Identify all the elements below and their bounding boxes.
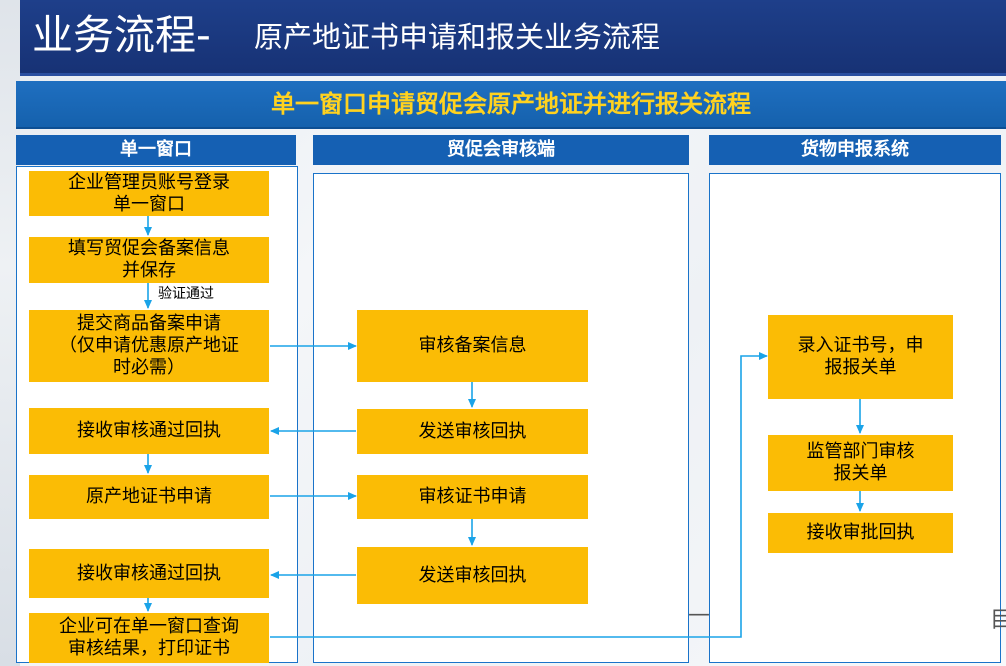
node-receive-pass-2: 接收审核通过回执 xyxy=(29,549,269,598)
node-query-print: 企业可在单一窗口查询 审核结果，打印证书 xyxy=(29,613,269,663)
node-send-receipt-1: 发送审核回执 xyxy=(357,409,588,454)
column-header-ccpit: 贸促会审核端 xyxy=(313,135,689,165)
node-enter-cert-no: 录入证书号，申 报报关单 xyxy=(768,315,953,399)
column-header-customs: 货物申报系统 xyxy=(709,135,1001,165)
title-bar: 业务流程- 原产地证书申请和报关业务流程 xyxy=(20,0,1006,76)
page-title: 业务流程- xyxy=(32,11,211,59)
node-review-filing: 审核备案信息 xyxy=(357,310,588,382)
process-banner: 单一窗口申请贸促会原产地证并进行报关流程 xyxy=(16,81,1006,129)
lane-customs xyxy=(709,173,1001,663)
node-submit-goods: 提交商品备案申请 （仅申请优惠原产地证 时必需） xyxy=(29,310,269,382)
node-receive-approval: 接收审批回执 xyxy=(768,513,953,553)
node-supervise-review: 监管部门审核 报关单 xyxy=(768,435,953,491)
node-receive-pass-1: 接收审核通过回执 xyxy=(29,408,269,454)
node-fill-info: 填写贸促会备案信息 并保存 xyxy=(29,237,269,283)
arrow-query-to-enter-cert-no xyxy=(270,352,768,638)
edge-label-verify-pass: 验证通过 xyxy=(158,286,214,302)
bottom-fragment: — xyxy=(688,602,710,627)
column-header-single-window: 单一窗口 xyxy=(16,135,296,165)
node-login: 企业管理员账号登录 单一窗口 xyxy=(29,171,269,216)
right-edge-fragment: 目 xyxy=(990,608,1006,633)
page-subtitle: 原产地证书申请和报关业务流程 xyxy=(254,20,661,54)
node-cert-apply: 原产地证书申请 xyxy=(29,475,269,519)
node-send-receipt-2: 发送审核回执 xyxy=(357,547,588,604)
background-strip xyxy=(0,0,20,666)
node-review-cert: 审核证书申请 xyxy=(357,475,588,519)
